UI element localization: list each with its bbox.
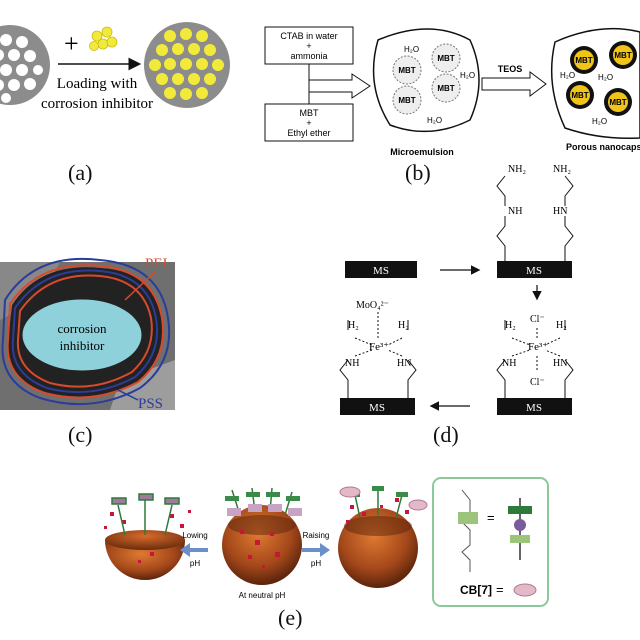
ms-label: MS	[526, 265, 542, 277]
hn-label: HN	[553, 358, 567, 369]
nh-label: NH	[502, 358, 516, 369]
cl-label: Cl⁻	[530, 377, 545, 388]
water-label: H₂O	[427, 116, 442, 125]
fe-label: Fe³⁺	[369, 341, 389, 353]
core-label-line2: inhibitor	[60, 338, 105, 353]
micelle-mbt-label: MBT	[437, 54, 454, 63]
capsule-mbt-label: MBT	[614, 51, 631, 60]
raising-label: Raising	[303, 531, 330, 540]
panel-e: Lowing pH At neutral pH	[104, 477, 549, 607]
cb7-label: CB[7]	[460, 583, 492, 597]
nh-label: NH	[345, 358, 359, 369]
porous-label: Porous nanocaps	[566, 142, 640, 152]
amine-chain-right	[564, 175, 574, 261]
ms-block	[497, 261, 572, 278]
ctab-line3: ammonia	[290, 51, 327, 61]
linker-cartoon	[508, 498, 532, 560]
hollow-arrow-1	[308, 73, 371, 99]
panel-b: CTAB in water + ammonia MBT + Ethyl ethe…	[264, 26, 640, 157]
panel-a: + Loading with corrosion inhibitor	[0, 22, 230, 112]
ms-label: MS	[526, 402, 542, 414]
ms-label: MS	[373, 265, 389, 277]
mbt-box-line1: MBT	[300, 108, 320, 118]
mbt-box	[264, 103, 354, 142]
lowing-ph-label: pH	[190, 559, 200, 568]
caption-c: (c)	[68, 422, 93, 447]
amine-chain-left	[496, 175, 506, 261]
teos-label: TEOS	[498, 64, 523, 74]
pss-label: PSS	[138, 396, 163, 412]
water-label: H₂O	[598, 73, 613, 82]
capsule-low-ph	[104, 493, 191, 580]
loaded-particle	[144, 22, 230, 108]
ctab-box	[264, 26, 354, 65]
water-label: H₂O	[404, 45, 419, 54]
nanocapsules: MBT MBT MBT MBT	[566, 41, 637, 116]
core-label-line1: corrosion	[57, 321, 107, 336]
caption-b: (b)	[405, 160, 431, 185]
h2-label: H₂	[556, 320, 567, 331]
loading-label-line2: corrosion inhibitor	[41, 96, 153, 112]
hn-label: HN	[397, 358, 411, 369]
pei-pointer	[124, 271, 156, 301]
microemulsion-label: Microemulsion	[390, 147, 454, 157]
mbt-box-line2: +	[306, 118, 311, 128]
ctab-line1: CTAB in water	[280, 31, 337, 41]
capsule-mbt-label: MBT	[609, 98, 626, 107]
caption-e: (e)	[278, 605, 303, 630]
fe-label: Fe³⁺	[528, 341, 548, 353]
hollow-arrow-2	[481, 71, 547, 97]
cl-label: Cl⁻	[530, 314, 545, 325]
ms-block	[340, 398, 415, 415]
neutral-label: At neutral pH	[239, 591, 286, 600]
nh2-label: NH₂	[508, 164, 526, 175]
inhibitor-core	[21, 298, 143, 372]
panel-d: MS MS NH HN NH₂ NH₂ MS Cl⁻ Cl⁻ Fe³⁺ H₂ H…	[339, 164, 574, 415]
panel-c: PEI PSS corrosion inhibitor	[0, 256, 175, 412]
ms-label: MS	[369, 402, 385, 414]
raising-arrow	[302, 543, 330, 557]
raising-ph-label: pH	[311, 559, 321, 568]
mbt-box-line3: Ethyl ether	[287, 128, 330, 138]
moo4-label: MoO₄²⁻	[356, 300, 389, 311]
linker-ring	[458, 512, 478, 524]
h2-label: H₂	[348, 320, 359, 331]
caption-a: (a)	[68, 160, 93, 185]
ms-block	[497, 398, 572, 415]
micelles: MBT MBT MBT MBT	[392, 43, 461, 115]
equals-sign: =	[496, 582, 504, 597]
capsule-mbt-label: MBT	[571, 91, 588, 100]
inhibitor-molecules	[89, 26, 118, 51]
nh-label: NH	[508, 206, 522, 217]
h2-label: H₂	[398, 320, 409, 331]
micelle-mbt-label: MBT	[437, 84, 454, 93]
capsule-neutral-ph	[222, 487, 302, 585]
capsule-mbt-label: MBT	[575, 56, 592, 65]
plus-sign: +	[64, 29, 79, 58]
lowing-label: Lowing	[182, 531, 207, 540]
polyelectrolyte-layers	[1, 257, 171, 406]
capsule-high-ph	[338, 486, 428, 588]
caption-d: (d)	[433, 422, 459, 447]
linker-structure	[461, 489, 471, 572]
ms-block	[345, 261, 417, 278]
loading-label-line1: Loading with	[57, 76, 138, 92]
empty-porous-particle	[0, 25, 50, 105]
pss-pointer	[117, 389, 139, 401]
water-label: H₂O	[560, 71, 575, 80]
micelle-mbt-label: MBT	[398, 66, 415, 75]
cb7-ring	[513, 583, 537, 597]
lowing-arrow	[180, 543, 208, 557]
h2-label: H₂	[505, 320, 516, 331]
pei-label: PEI	[145, 256, 168, 272]
hn-label: HN	[553, 206, 567, 217]
water-label: H₂O	[460, 71, 475, 80]
equals-sign: =	[487, 510, 495, 525]
nh2-label: NH₂	[553, 164, 571, 175]
water-label: H₂O	[592, 117, 607, 126]
micelle-mbt-label: MBT	[398, 96, 415, 105]
ctab-line2: +	[306, 41, 311, 51]
